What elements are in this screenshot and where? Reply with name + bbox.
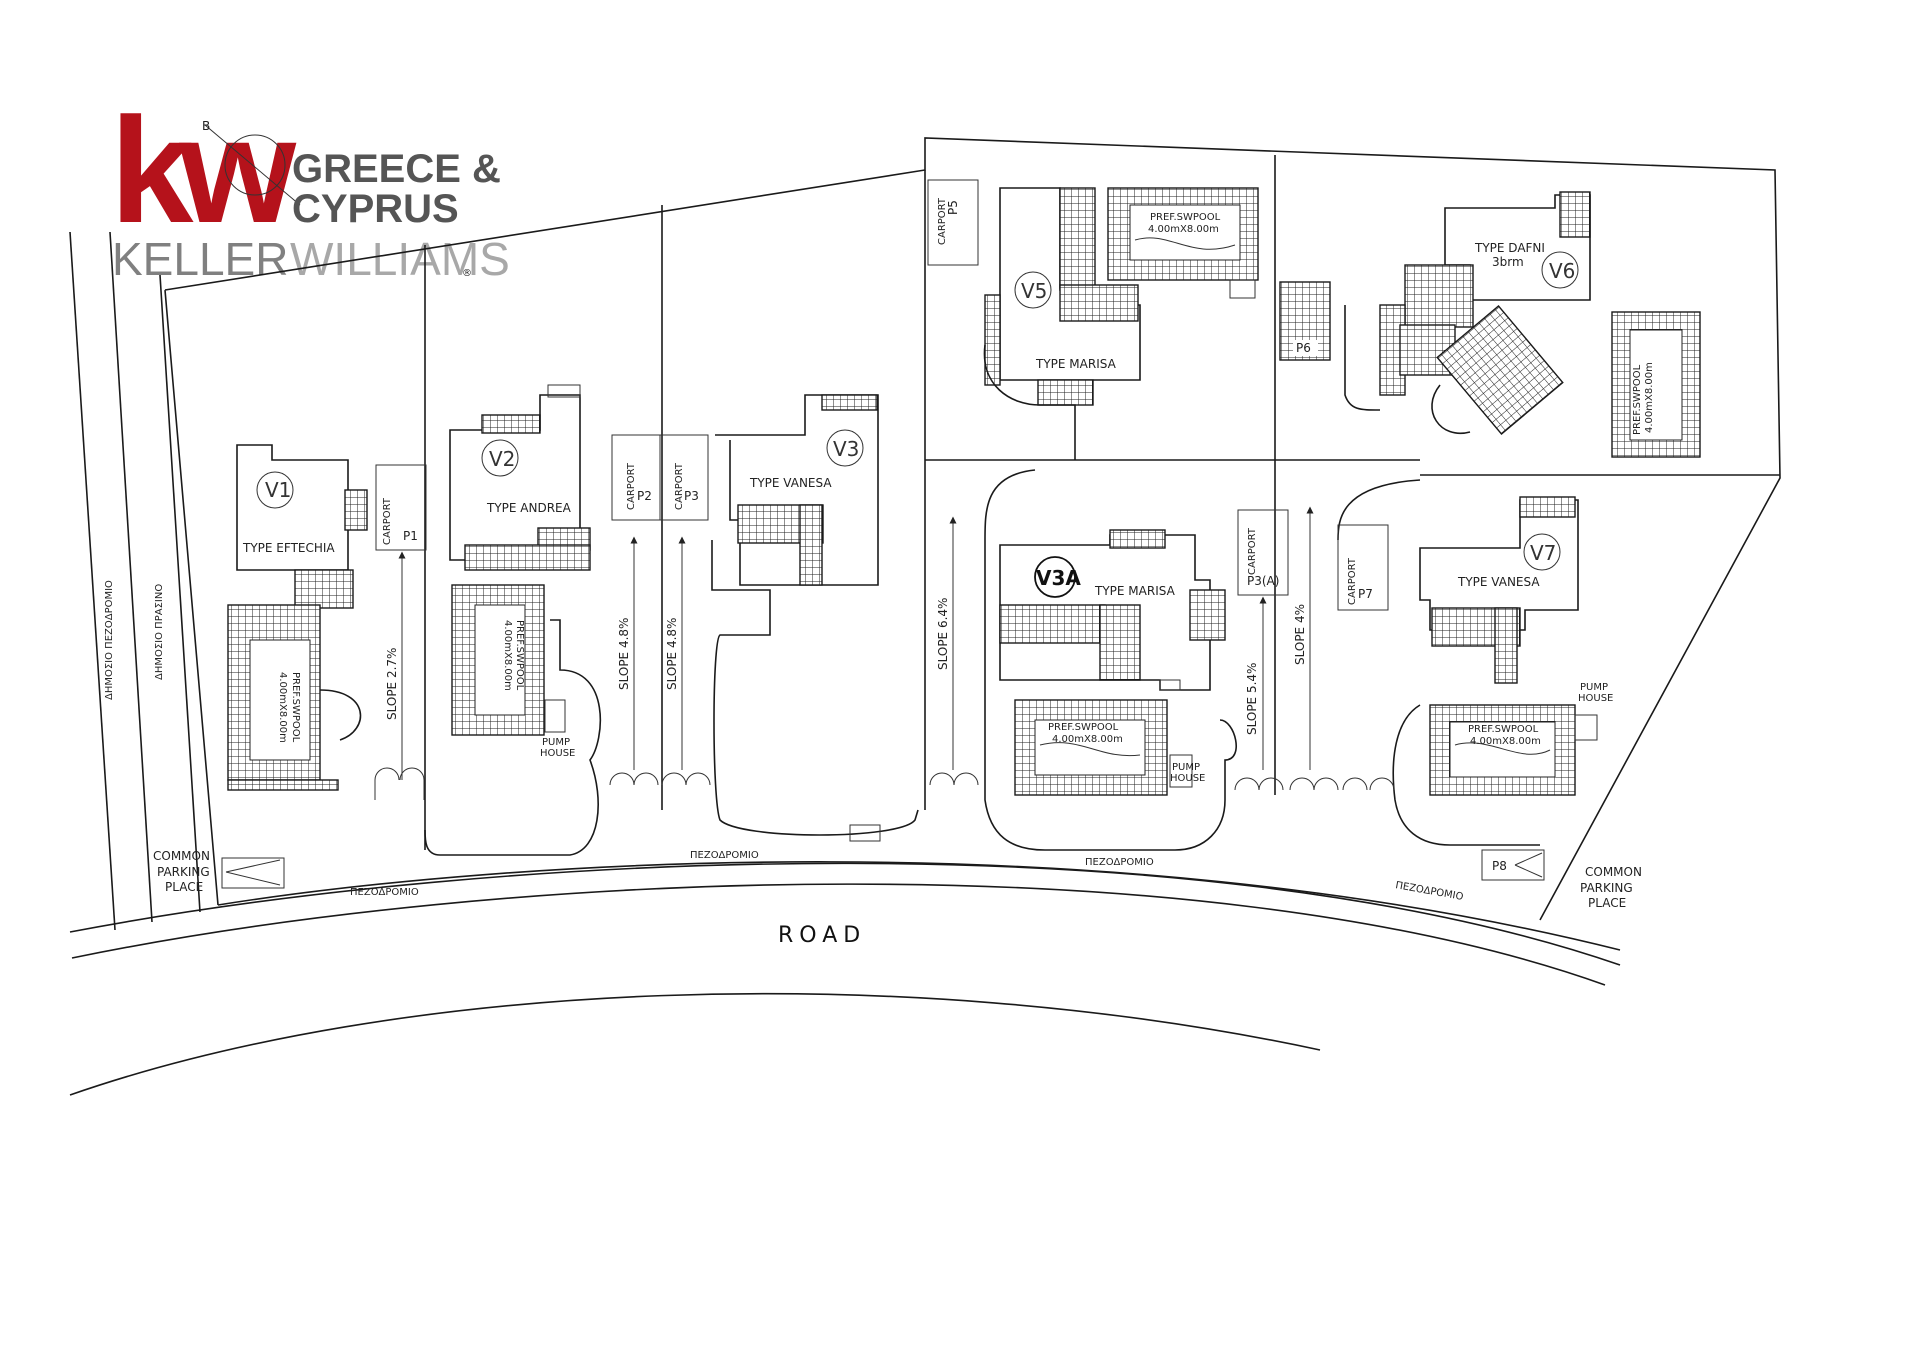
svg-text:PUMP: PUMP xyxy=(542,737,570,748)
villa-v7: V7 TYPE VANESA PREF.SWPOOL 4.00mX8.00m P… xyxy=(1337,479,1613,846)
logo-line-1: GREECE & xyxy=(292,147,501,191)
logo-registered-mark: ® xyxy=(462,268,472,279)
svg-text:CARPORT: CARPORT xyxy=(674,462,685,510)
villa-type-v3a: TYPE MARISA xyxy=(1094,584,1176,598)
villa-v3a: V3A TYPE MARISA PREF.SWPOOL 4.00mX8.00m … xyxy=(984,469,1237,851)
villa-id-v3a: V3A xyxy=(1036,566,1081,590)
svg-text:PARKING: PARKING xyxy=(1580,881,1633,895)
svg-text:4.00mX8.00m: 4.00mX8.00m xyxy=(1470,736,1541,747)
svg-text:COMMON: COMMON xyxy=(1585,865,1642,879)
slope-label-6: SLOPE 4% xyxy=(1293,604,1307,665)
svg-text:HOUSE: HOUSE xyxy=(540,748,575,759)
villa-id-v2: V2 xyxy=(489,447,515,471)
svg-text:4.00mX8.00m: 4.00mX8.00m xyxy=(1148,224,1219,235)
slope-label-2: SLOPE 4.8% xyxy=(617,618,631,690)
carport-p7: CARPORT P7 xyxy=(1337,524,1395,791)
svg-text:PREF.SWPOOL: PREF.SWPOOL xyxy=(1468,724,1539,735)
parking-spot-p1: P1 xyxy=(403,529,418,543)
carport-p3a: CARPORT P3(A) SLOPE 5.4% SLOPE 4% xyxy=(1234,506,1368,791)
svg-text:PREF.SWPOOL: PREF.SWPOOL xyxy=(1048,722,1119,733)
road-label: ROAD xyxy=(778,923,866,948)
common-parking-right: P8 COMMON PARKING PLACE xyxy=(1481,849,1642,910)
villa-bedrooms-v6: 3brm xyxy=(1492,255,1524,269)
villa-v2: V2 TYPE ANDREA PREF.SWPOOL 4.00mX8.00m P… xyxy=(424,384,602,856)
villa-type-v3: TYPE VANESA xyxy=(749,476,832,490)
svg-text:CARPORT: CARPORT xyxy=(382,497,393,545)
svg-text:CARPORT: CARPORT xyxy=(1247,527,1258,575)
svg-text:COMMON: COMMON xyxy=(153,849,210,863)
parking-spot-p7: P7 xyxy=(1358,587,1373,601)
svg-text:PLACE: PLACE xyxy=(1588,896,1626,910)
parking-spot-p5: P5 xyxy=(946,200,960,215)
slope-label-1: SLOPE 2.7% xyxy=(385,648,399,720)
villa-v3: V3 TYPE VANESA xyxy=(711,394,919,842)
villa-type-v6: TYPE DAFNI xyxy=(1474,241,1545,255)
carport-p6: P6 xyxy=(1279,281,1331,361)
walkway-label-4: ΠΕΖΟΔΡΟΜΙΟ xyxy=(1394,880,1464,903)
svg-text:PREF.SWPOOL: PREF.SWPOOL xyxy=(1632,364,1643,435)
villa-id-v6: V6 xyxy=(1549,259,1575,283)
villa-type-v2: TYPE ANDREA xyxy=(486,501,572,515)
svg-text:PUMP: PUMP xyxy=(1172,762,1200,773)
parking-spot-p3: P3 xyxy=(684,489,699,503)
svg-text:PREF.SWPOOL: PREF.SWPOOL xyxy=(514,620,525,691)
logo-line-2: CYPRUS xyxy=(292,187,459,231)
slope-label-5: SLOPE 5.4% xyxy=(1245,663,1259,735)
svg-text:PREF.SWPOOL: PREF.SWPOOL xyxy=(1150,212,1221,223)
svg-text:4.00mX8.00m: 4.00mX8.00m xyxy=(1644,362,1655,433)
parking-spot-p2: P2 xyxy=(637,489,652,503)
walkway-label-2: ΠΕΖΟΔΡΟΜΙΟ xyxy=(690,850,759,861)
svg-text:CARPORT: CARPORT xyxy=(937,197,948,245)
site-boundary xyxy=(164,137,1781,921)
svg-text:4.00mX8.00m: 4.00mX8.00m xyxy=(1052,734,1123,745)
svg-text:HOUSE: HOUSE xyxy=(1170,773,1205,784)
villa-id-v1: V1 xyxy=(265,478,291,502)
keller-williams-logo: kw B GREECE & CYPRUS KELLER WILLIAMS ® xyxy=(110,86,510,285)
villa-type-v5: TYPE MARISA xyxy=(1035,357,1117,371)
road: ΠΕΖΟΔΡΟΜΙΟ ΠΕΖΟΔΡΟΜΙΟ ΠΕΖΟΔΡΟΜΙΟ ΠΕΖΟΔΡΟ… xyxy=(69,850,1621,1096)
svg-text:CARPORT: CARPORT xyxy=(1347,557,1358,605)
logo-compass-icon xyxy=(224,134,286,196)
slope-label-4: SLOPE 6.4% xyxy=(936,598,950,670)
villa-v6: V6 TYPE DAFNI 3brm PREF.SWPOOL 4.00mX8.0… xyxy=(1344,191,1701,458)
svg-text:4.00mX8.00m: 4.00mX8.00m xyxy=(277,672,288,743)
parking-spot-p3a: P3(A) xyxy=(1247,574,1279,588)
parking-spot-p8: P8 xyxy=(1492,859,1507,873)
villa-v5: V5 TYPE MARISA PREF.SWPOOL 4.00mX8.00m xyxy=(983,187,1259,460)
common-parking-left: COMMON PARKING PLACE xyxy=(153,849,285,894)
villa-type-v1: TYPE EFTECHIA xyxy=(242,541,335,555)
carport-p2-p3: CARPORT P2 CARPORT P3 SLOPE 4.8% SLOPE 4… xyxy=(609,434,711,786)
svg-text:PLACE: PLACE xyxy=(165,880,203,894)
logo-brand-keller: KELLER xyxy=(112,233,288,285)
villa-id-v7: V7 xyxy=(1530,541,1556,565)
parking-spot-p6: P6 xyxy=(1296,341,1311,355)
street-public-walkway: ΔΗΜΟΣΙΟ ΠΕΖΟΔΡΟΜΙΟ xyxy=(104,580,115,700)
walkway-label-1: ΠΕΖΟΔΡΟΜΙΟ xyxy=(350,887,419,898)
svg-text:B: B xyxy=(202,119,210,133)
villa-id-v3: V3 xyxy=(833,437,859,461)
svg-text:HOUSE: HOUSE xyxy=(1578,693,1613,704)
svg-text:PARKING: PARKING xyxy=(157,865,210,879)
villa-type-v7: TYPE VANESA xyxy=(1457,575,1540,589)
carport-p1: CARPORT P1 SLOPE 2.7% xyxy=(374,464,427,800)
carport-p5: CARPORT P5 SLOPE 6.4% xyxy=(927,179,979,786)
villa-id-v5: V5 xyxy=(1021,279,1047,303)
slope-label-3: SLOPE 4.8% xyxy=(665,618,679,690)
svg-text:4.00mX8.00m: 4.00mX8.00m xyxy=(502,620,513,691)
left-public-strips: ΔΗΜΟΣΙΟ ΠΕΖΟΔΡΟΜΙΟ ΔΗΜΟΣΙΟ ΠΡΑΣΙΝΟ xyxy=(69,231,201,931)
villa-v1: V1 TYPE EFTECHIA PREF.SWPOOL 4.00mX8.00m xyxy=(227,444,368,791)
svg-text:PREF.SWPOOL: PREF.SWPOOL xyxy=(290,672,301,743)
svg-text:CARPORT: CARPORT xyxy=(626,462,637,510)
svg-text:PUMP: PUMP xyxy=(1580,682,1608,693)
street-public-green: ΔΗΜΟΣΙΟ ΠΡΑΣΙΝΟ xyxy=(154,584,165,680)
logo-kw-mark: kw xyxy=(110,86,296,254)
walkway-label-3: ΠΕΖΟΔΡΟΜΙΟ xyxy=(1085,857,1154,868)
